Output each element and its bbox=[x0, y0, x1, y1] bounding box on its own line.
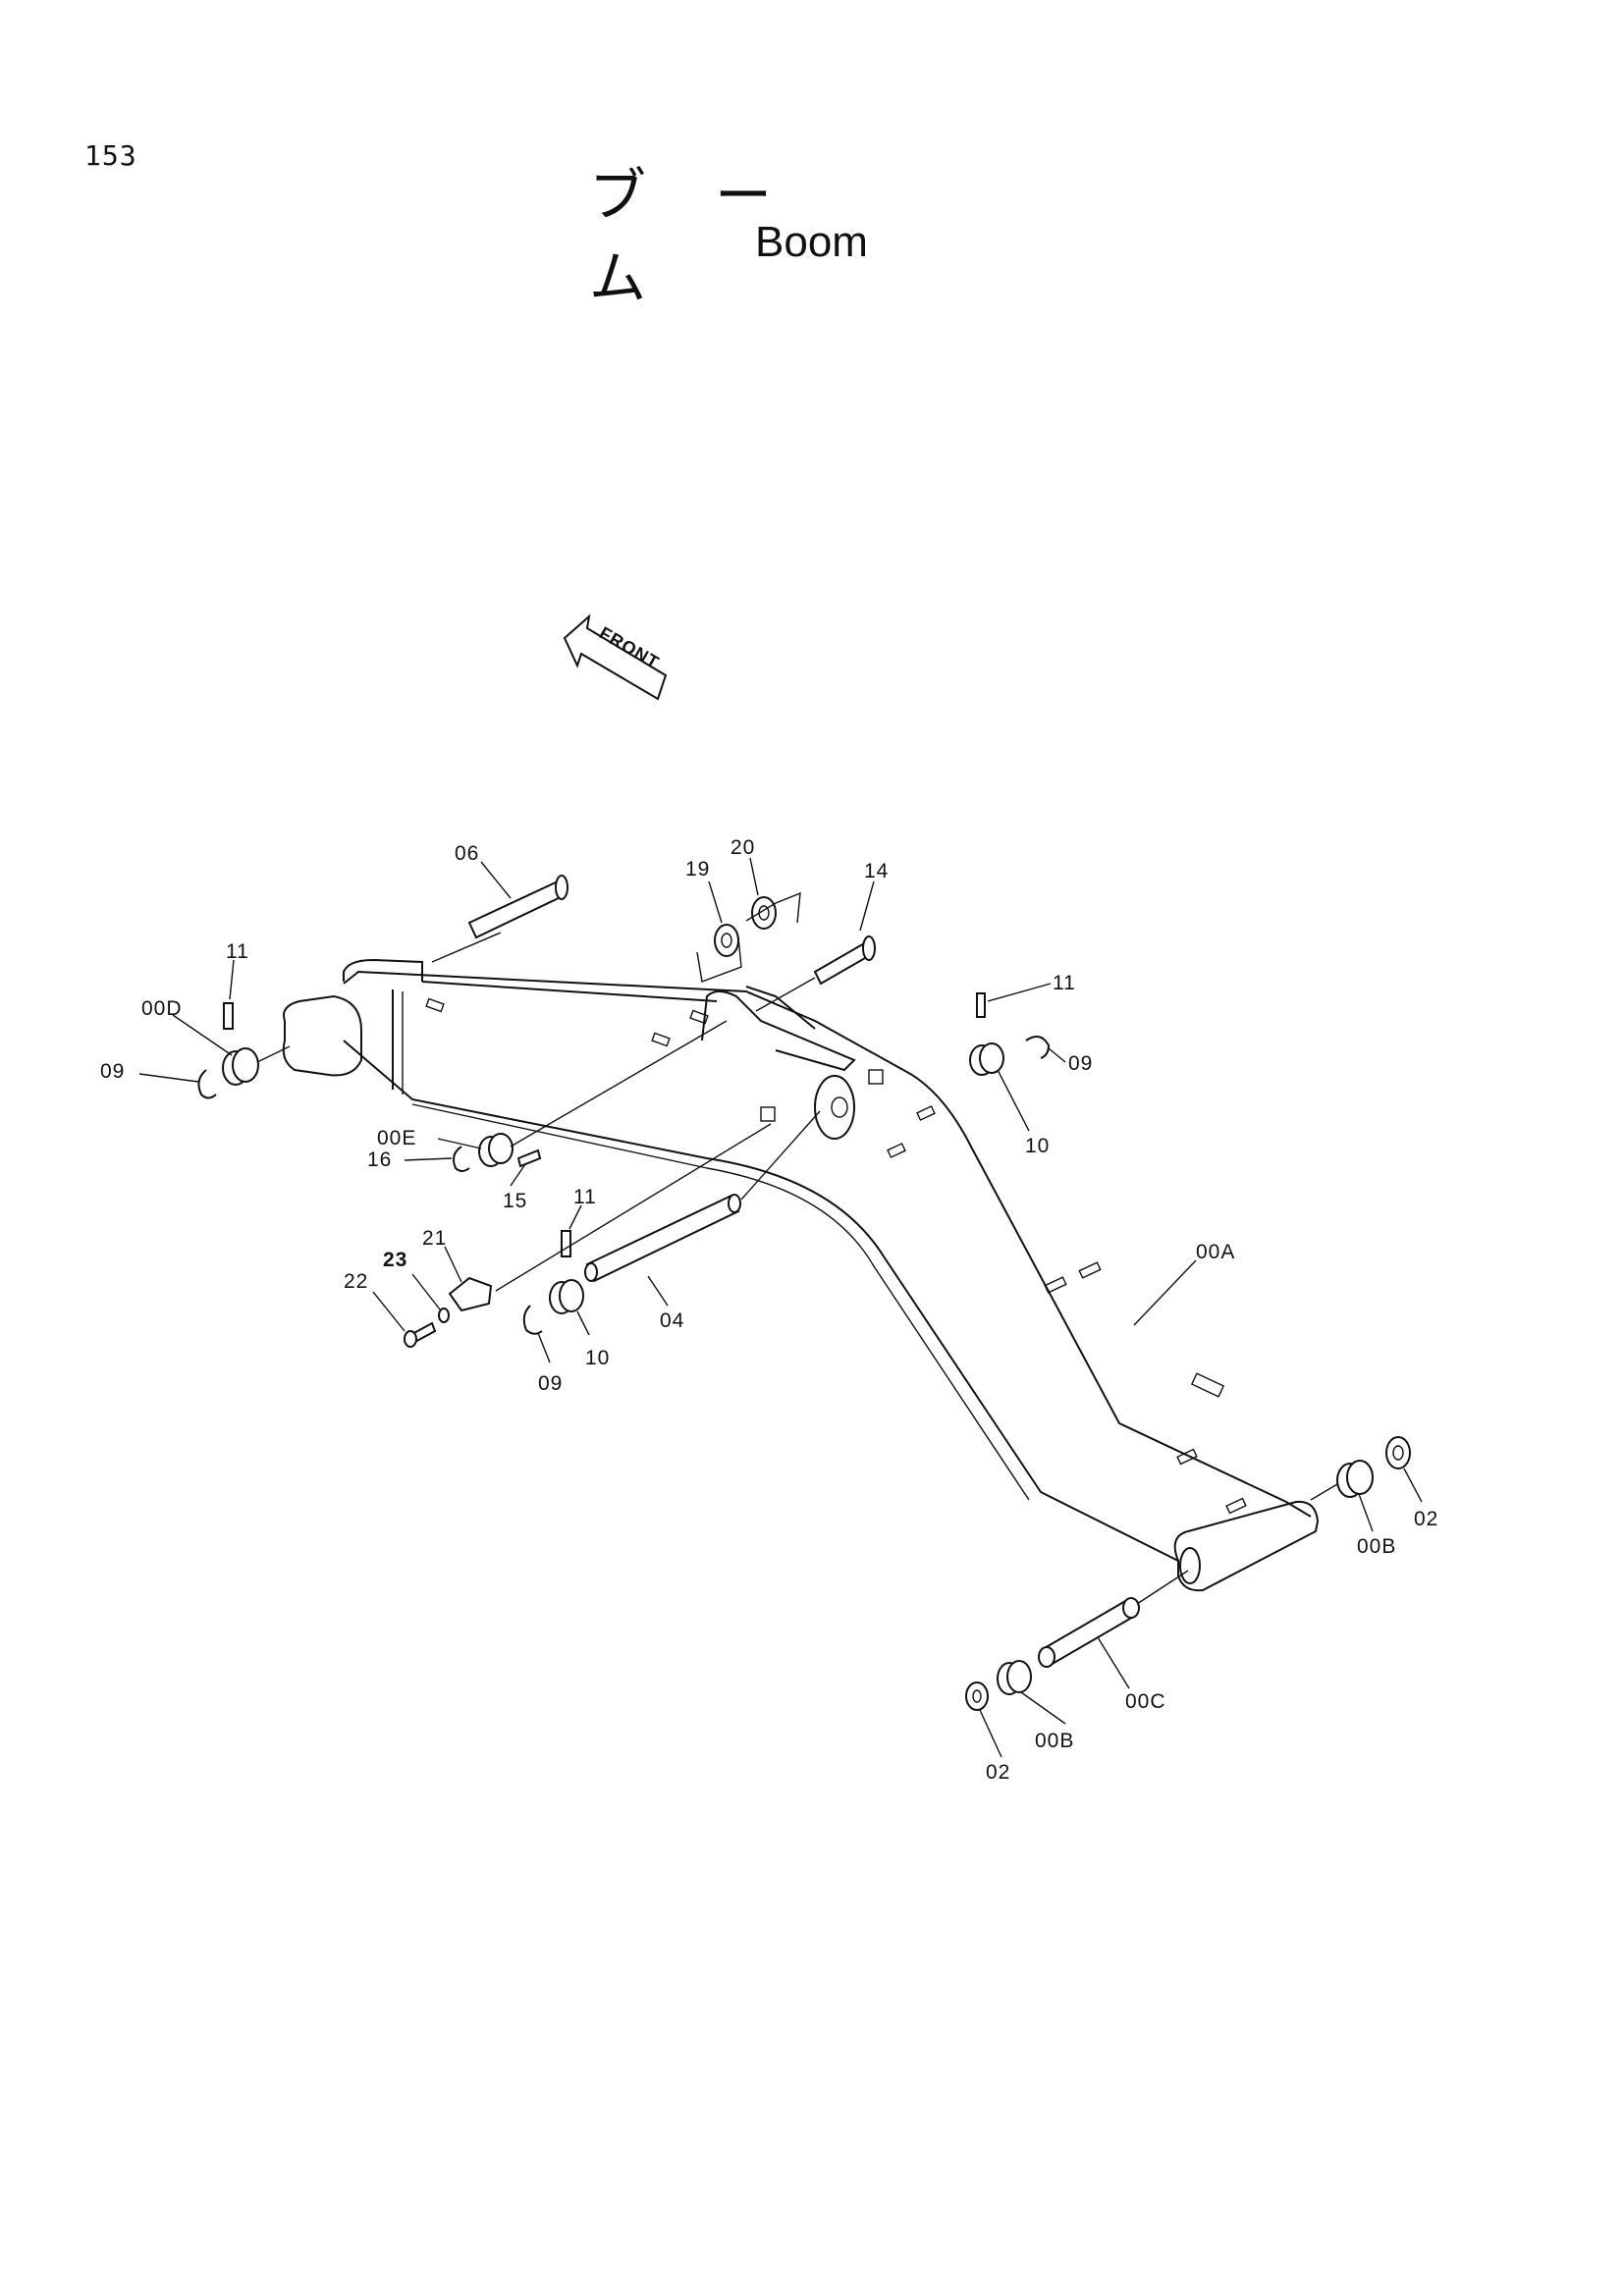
part-bushing-00E bbox=[478, 1133, 514, 1167]
part-ring-09-left bbox=[197, 1069, 217, 1099]
page-number: 153 bbox=[84, 139, 137, 172]
part-label-21: 21 bbox=[422, 1227, 447, 1250]
part-pin-06 bbox=[467, 875, 568, 939]
part-label-16: 16 bbox=[367, 1148, 392, 1171]
part-label-10-mid: 10 bbox=[585, 1347, 610, 1369]
part-label-02-right: 02 bbox=[1414, 1508, 1438, 1530]
part-ring-09-right bbox=[1025, 1036, 1051, 1059]
part-label-04: 04 bbox=[660, 1309, 684, 1332]
part-label-09-mid: 09 bbox=[538, 1372, 563, 1395]
part-pin-11-mid bbox=[561, 1230, 571, 1257]
part-pin-15 bbox=[516, 1148, 542, 1168]
front-arrow-label: FRONT bbox=[596, 622, 663, 672]
part-label-00C: 00C bbox=[1125, 1690, 1166, 1713]
page-title-japanese: ブーム bbox=[589, 162, 841, 311]
part-label-09-left: 09 bbox=[100, 1060, 125, 1083]
part-pin-14 bbox=[813, 935, 876, 986]
part-label-06: 06 bbox=[455, 842, 479, 865]
part-label-10-right: 10 bbox=[1025, 1135, 1050, 1157]
page-title: Boom bbox=[755, 218, 868, 266]
part-label-23: 23 bbox=[383, 1249, 407, 1271]
part-label-19: 19 bbox=[685, 858, 710, 881]
part-label-11-left: 11 bbox=[226, 940, 249, 963]
part-label-00B-right: 00B bbox=[1357, 1535, 1396, 1558]
part-pin-11-left bbox=[223, 1002, 234, 1030]
part-washer-23 bbox=[438, 1308, 450, 1323]
part-ring-09-mid bbox=[522, 1305, 543, 1335]
part-label-22: 22 bbox=[344, 1270, 368, 1293]
part-label-14: 14 bbox=[864, 860, 889, 882]
part-ring-16 bbox=[453, 1146, 470, 1172]
part-plate-21 bbox=[448, 1276, 493, 1312]
part-label-00E: 00E bbox=[377, 1127, 416, 1149]
part-bushing-00D bbox=[222, 1047, 259, 1086]
part-bolt-22 bbox=[404, 1321, 437, 1348]
boom-body bbox=[282, 958, 1320, 1592]
leader-lines bbox=[138, 857, 1423, 1758]
part-label-09-right: 09 bbox=[1068, 1052, 1093, 1075]
part-washer-19 bbox=[714, 924, 739, 957]
part-bushing-10-mid bbox=[549, 1279, 584, 1314]
part-label-11-mid: 11 bbox=[573, 1186, 597, 1208]
part-label-00A: 00A bbox=[1196, 1241, 1235, 1263]
part-label-11-right: 11 bbox=[1053, 972, 1076, 994]
part-pin-04 bbox=[584, 1194, 741, 1283]
part-bushing-10-right bbox=[969, 1042, 1004, 1076]
part-label-02-bottom: 02 bbox=[986, 1761, 1010, 1784]
front-arrow-icon: FRONT bbox=[563, 614, 668, 701]
part-bushing-00B-bottom bbox=[997, 1660, 1032, 1695]
part-pin-00C bbox=[1038, 1597, 1140, 1668]
part-washer-20 bbox=[751, 896, 777, 930]
part-washer-02-bottom bbox=[965, 1682, 989, 1711]
part-label-00B-bottom: 00B bbox=[1035, 1730, 1074, 1752]
part-label-15: 15 bbox=[503, 1190, 527, 1212]
part-pin-11-right bbox=[976, 992, 986, 1018]
part-bushing-00B-right bbox=[1336, 1460, 1374, 1498]
part-label-20: 20 bbox=[730, 836, 755, 859]
part-label-00D: 00D bbox=[141, 997, 183, 1020]
part-washer-02-right bbox=[1385, 1436, 1411, 1469]
